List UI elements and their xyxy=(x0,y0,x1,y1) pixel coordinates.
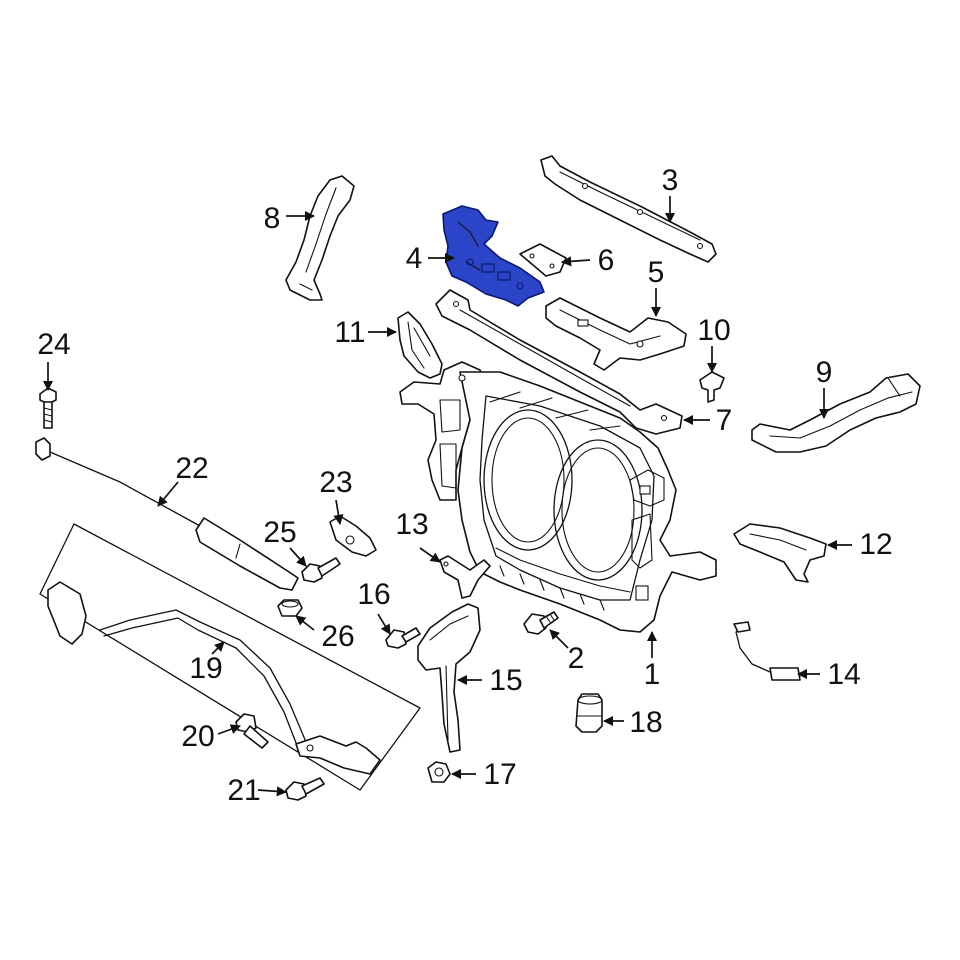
part-21-bolt[interactable] xyxy=(285,777,325,801)
part-25-bolt[interactable] xyxy=(301,557,341,583)
leader-26 xyxy=(295,615,315,631)
part-26-clip[interactable] xyxy=(277,599,303,617)
callout-3: 3 xyxy=(662,164,679,197)
part-3-upper-tie-bar[interactable] xyxy=(540,155,717,263)
leader-2 xyxy=(549,629,569,649)
callout-4: 4 xyxy=(406,242,423,275)
part-17-nut[interactable] xyxy=(427,761,451,783)
part-9-side-member[interactable] xyxy=(751,373,921,453)
callout-17: 17 xyxy=(483,758,516,791)
leader-21 xyxy=(257,786,288,797)
part-16-bolt[interactable] xyxy=(385,627,421,649)
leader-lines xyxy=(42,196,852,797)
callout-6: 6 xyxy=(598,244,615,277)
part-13-bracket[interactable] xyxy=(439,555,491,599)
callout-23: 23 xyxy=(319,466,352,499)
leader-25 xyxy=(289,547,307,567)
callout-20: 20 xyxy=(181,720,214,753)
part-14-hook[interactable] xyxy=(733,621,801,681)
callout-25: 25 xyxy=(263,516,296,549)
part-10-clip[interactable] xyxy=(699,371,725,403)
part-24-bolt[interactable] xyxy=(39,387,57,429)
callout-19: 19 xyxy=(189,652,222,685)
callout-14: 14 xyxy=(827,658,860,691)
leader-23 xyxy=(333,499,344,526)
callout-13: 13 xyxy=(395,508,428,541)
callout-5: 5 xyxy=(648,256,665,289)
part-18-bump-stop[interactable] xyxy=(575,693,603,733)
part-15-lower-bracket[interactable] xyxy=(417,603,481,753)
callout-9: 9 xyxy=(816,356,833,389)
leader-13 xyxy=(419,547,441,563)
callout-24: 24 xyxy=(37,328,70,361)
callout-18: 18 xyxy=(629,706,662,739)
callout-22: 22 xyxy=(175,452,208,485)
leader-16 xyxy=(377,613,391,635)
leader-22 xyxy=(157,481,179,507)
part-19-assembly[interactable] xyxy=(39,523,421,791)
part-11-bracket[interactable] xyxy=(397,311,443,379)
callout-21: 21 xyxy=(227,774,260,807)
callout-8: 8 xyxy=(264,202,281,235)
callout-26: 26 xyxy=(321,620,354,653)
callout-15: 15 xyxy=(489,664,522,697)
part-8-side-bracket[interactable] xyxy=(285,175,355,301)
leader-20 xyxy=(217,724,241,735)
part-2-bolt[interactable] xyxy=(523,611,559,635)
callout-7: 7 xyxy=(716,404,733,437)
callout-12: 12 xyxy=(859,528,892,561)
callout-2: 2 xyxy=(568,642,585,675)
part-22-hood-strut[interactable] xyxy=(35,437,299,591)
part-1-radiator-support[interactable] xyxy=(399,361,717,633)
callout-16: 16 xyxy=(357,578,390,611)
callout-1: 1 xyxy=(644,658,661,691)
part-5-center-bracket[interactable] xyxy=(545,297,687,371)
leader-19 xyxy=(211,641,225,655)
callout-11: 11 xyxy=(334,316,365,349)
part-6-plate[interactable] xyxy=(519,243,567,277)
part-23-latch[interactable] xyxy=(329,515,377,557)
part-12-bracket[interactable] xyxy=(733,523,827,583)
callout-labels: 1 2 3 4 5 6 7 8 9 10 11 12 13 14 15 16 1… xyxy=(37,164,892,807)
callout-10: 10 xyxy=(697,314,730,347)
part-4-highlighted-bracket[interactable] xyxy=(442,205,545,307)
part-7-diagonal-bar[interactable] xyxy=(435,289,683,435)
leader-6 xyxy=(560,256,591,267)
